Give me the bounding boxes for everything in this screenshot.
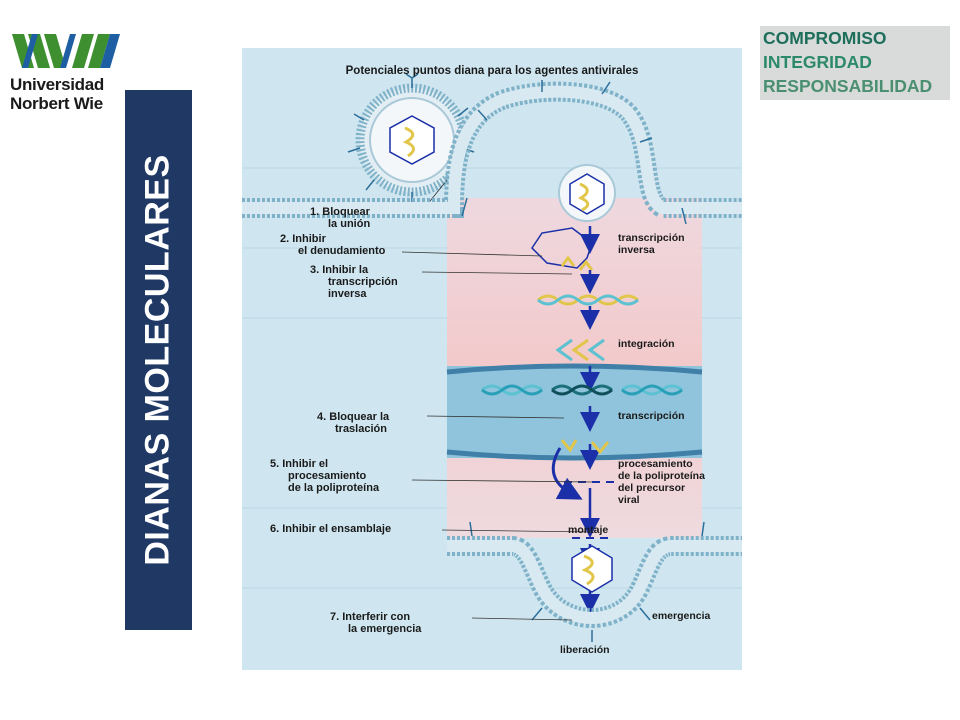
target-5-line1: Inhibir el bbox=[282, 458, 329, 470]
university-name-line2: Norbert Wie bbox=[10, 94, 103, 113]
target-3-line3: inversa bbox=[328, 288, 367, 300]
target-3: 3. Inhibir la transcripción inversa bbox=[310, 264, 398, 300]
step-6-line1: emergencia bbox=[652, 610, 711, 622]
released-rna bbox=[560, 255, 594, 271]
step-1-line1: transcripción bbox=[618, 232, 685, 244]
value-integridad: INTEGRIDAD bbox=[763, 52, 872, 72]
target-2-line2: el denudamiento bbox=[298, 245, 386, 257]
step-3-line1: transcripción bbox=[618, 410, 685, 422]
target-4: 4. Bloquear la traslación bbox=[317, 411, 389, 435]
mrna-transcripts bbox=[560, 439, 610, 455]
value-responsabilidad: RESPONSABILIDAD bbox=[763, 76, 933, 96]
target-6-line1: Inhibir el ensamblaje bbox=[282, 523, 392, 535]
step-1-line2: inversa bbox=[618, 244, 655, 256]
dna-helix-cytoplasm bbox=[537, 294, 639, 306]
target-2-number: 2. bbox=[280, 233, 290, 245]
target-1-line2: la unión bbox=[328, 218, 371, 230]
target-1-line1: Bloquear bbox=[322, 206, 370, 218]
target-4-number: 4. bbox=[317, 411, 327, 423]
integration-dna bbox=[555, 338, 605, 362]
university-logo: Universidad Norbert Wie bbox=[10, 30, 125, 120]
step-reverse-transcription: transcripción inversa bbox=[618, 232, 685, 256]
university-logo-icon bbox=[12, 34, 120, 68]
university-name-line1: Universidad bbox=[10, 75, 105, 94]
target-2-line1: Inhibir bbox=[292, 233, 326, 245]
step-4-line2: de la poliproteína bbox=[618, 470, 705, 482]
target-5-line3: de la poliproteína bbox=[288, 482, 380, 494]
budding-virion bbox=[571, 545, 613, 593]
step-processing: procesamiento de la poliproteína del pre… bbox=[618, 458, 705, 506]
step-emergence: emergencia bbox=[652, 610, 710, 622]
target-5-number: 5. bbox=[270, 458, 280, 470]
cell-membrane-bottom bbox=[447, 521, 742, 642]
step-transcription: transcripción bbox=[618, 410, 685, 422]
title-band bbox=[125, 90, 192, 630]
target-2: 2. Inhibir el denudamiento bbox=[280, 233, 385, 257]
step-2-line1: integración bbox=[618, 338, 675, 350]
target-4-line2: traslación bbox=[335, 423, 387, 435]
figure-drawing bbox=[242, 48, 742, 670]
step-release: liberación bbox=[560, 644, 610, 656]
target-4-line1: Bloquear la bbox=[329, 411, 390, 423]
antiviral-targets-figure: Potenciales puntos diana para los agente… bbox=[242, 48, 742, 670]
cell-membrane-top bbox=[242, 80, 742, 225]
target-7-number: 7. bbox=[330, 611, 340, 623]
target-6-number: 6. bbox=[270, 523, 280, 535]
step-7-line1: liberación bbox=[560, 644, 610, 656]
target-3-line2: transcripción bbox=[328, 276, 398, 288]
target-1-number: 1. bbox=[310, 206, 320, 218]
nuclear-envelope-bottom bbox=[446, 449, 703, 461]
target-7: 7. Interferir con la emergencia bbox=[330, 611, 421, 635]
step-4-line4: viral bbox=[618, 494, 640, 506]
step-4-line3: del precursor bbox=[618, 482, 686, 494]
target-5: 5. Inhibir el procesamiento de la polipr… bbox=[270, 458, 379, 494]
target-6: 6. Inhibir el ensamblaje bbox=[270, 523, 391, 535]
step-5-line1: montaje bbox=[568, 524, 609, 536]
target-7-line2: la emergencia bbox=[348, 623, 422, 635]
target-7-line1: Interferir con bbox=[342, 611, 411, 623]
step-4-line1: procesamiento bbox=[618, 458, 693, 470]
figure-title: Potenciales puntos diana para los agente… bbox=[345, 65, 639, 77]
target-1: 1. Bloquear la unión bbox=[310, 206, 370, 230]
target-5-line2: procesamiento bbox=[288, 470, 367, 482]
entering-virion bbox=[558, 164, 616, 222]
target-3-line1: Inhibir la bbox=[322, 264, 369, 276]
slide-title: DIANAS MOLECULARES bbox=[138, 154, 177, 566]
step-assembly: montaje bbox=[568, 524, 608, 536]
nuclear-envelope-top bbox=[446, 363, 703, 375]
processing-curved-arrow bbox=[551, 447, 583, 500]
step-integration: integración bbox=[618, 338, 675, 350]
target-3-number: 3. bbox=[310, 264, 320, 276]
dna-helix-nucleus bbox=[481, 384, 683, 396]
value-compromiso: COMPROMISO bbox=[763, 28, 887, 48]
values-box: COMPROMISO INTEGRIDAD RESPONSABILIDAD bbox=[760, 26, 950, 100]
leader-lines bbox=[401, 251, 593, 621]
